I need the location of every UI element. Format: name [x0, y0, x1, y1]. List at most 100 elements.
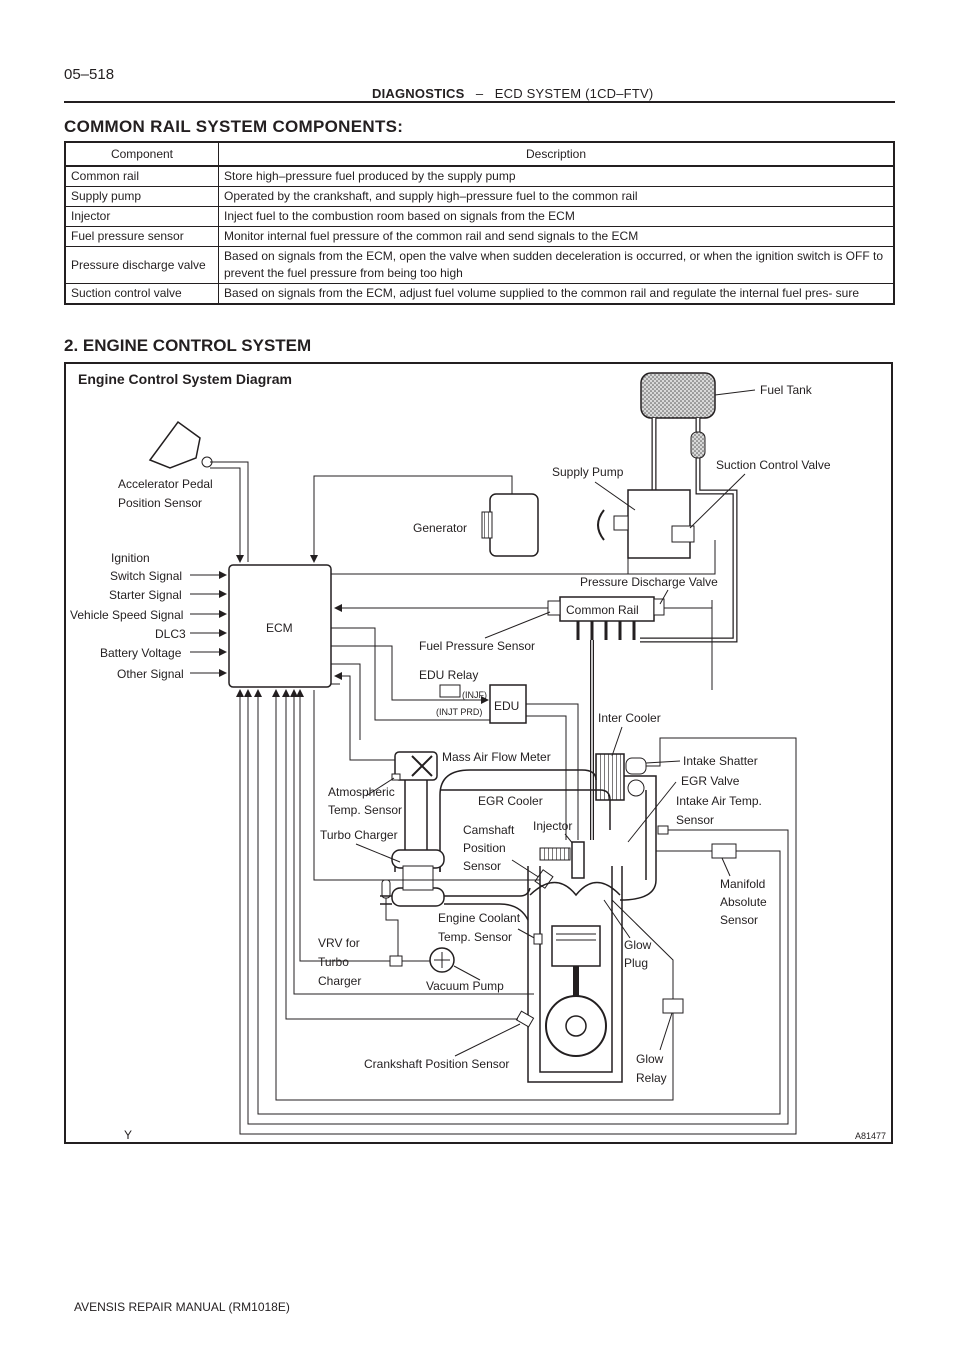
diagram-title: Engine Control System Diagram [78, 371, 292, 387]
crank-wire [282, 689, 518, 1020]
intake-air-temp-sensor-shape [657, 825, 669, 835]
turbo-shaft-shape [402, 865, 434, 891]
label-glow-relay-2: Relay [636, 1071, 667, 1085]
label-injector: Injector [533, 819, 572, 833]
supply-pump-shape [627, 489, 691, 559]
label-coolant-1: Engine Coolant [438, 911, 521, 925]
edu-signal-wire [331, 645, 489, 704]
leader-line [453, 965, 481, 981]
vrv-hose [385, 898, 399, 956]
edu-relay-shape [439, 684, 461, 698]
piston-shape [551, 925, 601, 967]
vrv-shape [389, 955, 403, 967]
combustion-chamber [529, 881, 621, 897]
table-row: Injector Inject fuel to the combustion r… [65, 206, 894, 227]
leader-line [611, 726, 623, 757]
leader-line [484, 611, 551, 639]
label-inter-cooler: Inter Cooler [598, 711, 661, 725]
page-number: 05–518 [64, 66, 115, 83]
atmospheric-sensor-shape [391, 773, 401, 781]
ecm-scv-wire [700, 540, 716, 575]
table-row: Suction control valve Based on signals f… [65, 283, 894, 304]
ecm-box [228, 564, 332, 688]
edu-injector-wire [526, 703, 579, 840]
label-ignition-1: Ignition [111, 551, 150, 565]
label-camshaft-2: Position [463, 841, 506, 855]
label-vrv-1: VRV for [318, 936, 360, 950]
description-cell: Store high–pressure fuel produced by the… [218, 165, 894, 187]
cylinder-wall [539, 866, 613, 1073]
fuel-return-line-inner [640, 418, 737, 642]
egr-duct [440, 789, 611, 830]
leader-line [645, 760, 681, 764]
component-cell: Suction control valve [65, 283, 219, 304]
edu-box [489, 684, 527, 724]
column-header: Component [65, 142, 219, 166]
leader-line [603, 899, 631, 939]
intake-air-temp-wire [244, 689, 789, 1125]
vacuum-pump-rotor [434, 952, 450, 968]
label-intake-air-1: Intake Air Temp. [676, 794, 762, 808]
leader-line [594, 481, 636, 511]
suction-valve-shape [671, 525, 695, 543]
label-intake-shatter: Intake Shatter [683, 754, 758, 768]
leader-line [659, 1012, 673, 1051]
piston-rings [556, 933, 596, 941]
label-battery: Battery Voltage [100, 646, 182, 660]
label-camshaft-3: Sensor [463, 859, 501, 873]
label-pressure-discharge-valve: Pressure Discharge Valve [580, 575, 718, 589]
table-row: Supply pump Operated by the crankshaft, … [65, 186, 894, 207]
label-generator: Generator [413, 521, 467, 535]
crank-sensor-shape [515, 1010, 535, 1028]
fuel-filter-shape [690, 431, 706, 459]
components-table: Component Description Common rail Store … [64, 141, 895, 305]
label-fuel-pressure-sensor: Fuel Pressure Sensor [419, 639, 535, 653]
label-injt-prd: (INJT PRD) [436, 707, 482, 717]
label-suction-control-valve: Suction Control Valve [716, 458, 831, 472]
generator-shape [489, 493, 539, 557]
label-manifold-3: Sensor [720, 913, 758, 927]
leader-line [659, 589, 669, 605]
rail-injector-pipes [576, 621, 636, 640]
figure-id: A81477 [855, 1131, 886, 1141]
glow-relay-wire [272, 689, 674, 1101]
map-sensor-shape [711, 843, 737, 859]
engine-block [527, 866, 623, 1083]
label-ecm: ECM [266, 621, 293, 635]
leader-line [689, 473, 746, 529]
camshaft-gear-shape [539, 847, 571, 861]
label-common-rail: Common Rail [566, 603, 639, 617]
leader-line [454, 1023, 521, 1057]
vrv-wire [300, 684, 390, 962]
corner-mark: Y [124, 1128, 132, 1142]
intake-shatter-shape [625, 757, 647, 775]
label-accel-2: Position Sensor [118, 496, 202, 510]
components-title: COMMON RAIL SYSTEM COMPONENTS: [64, 117, 404, 136]
header-dash: – [475, 86, 484, 101]
label-glow-plug-1: Glow [624, 938, 652, 952]
intake-manifold-duct [619, 775, 657, 901]
table-row: Common rail Store high–pressure fuel pro… [65, 165, 894, 187]
label-vrv-2: Turbo [318, 955, 349, 969]
label-coolant-2: Temp. Sensor [438, 930, 512, 944]
label-dlc3: DLC3 [155, 627, 186, 641]
label-vacuum-pump: Vacuum Pump [426, 979, 504, 993]
label-injf: (INJF) [462, 690, 487, 700]
table-row: Fuel pressure sensor Monitor internal fu… [65, 226, 894, 247]
label-other-signal: Other Signal [117, 667, 184, 681]
label-atmospheric-2: Temp. Sensor [328, 803, 402, 817]
generator-wire [310, 475, 513, 563]
component-cell: Injector [65, 206, 219, 227]
maf-element [411, 755, 433, 777]
label-starter: Starter Signal [109, 588, 182, 602]
leader-line [355, 843, 401, 863]
leader-line [714, 389, 756, 396]
leader-line [721, 857, 731, 877]
glow-relay-shape [662, 998, 684, 1014]
coolant-wire [290, 689, 534, 995]
edu-injector-wire-2 [526, 715, 567, 840]
description-cell: Based on signals from the ECM, open the … [218, 246, 894, 284]
component-cell: Supply pump [65, 186, 219, 207]
turbo-turbine-shape [391, 887, 445, 907]
description-cell: Monitor internal fuel pressure of the co… [218, 226, 894, 247]
